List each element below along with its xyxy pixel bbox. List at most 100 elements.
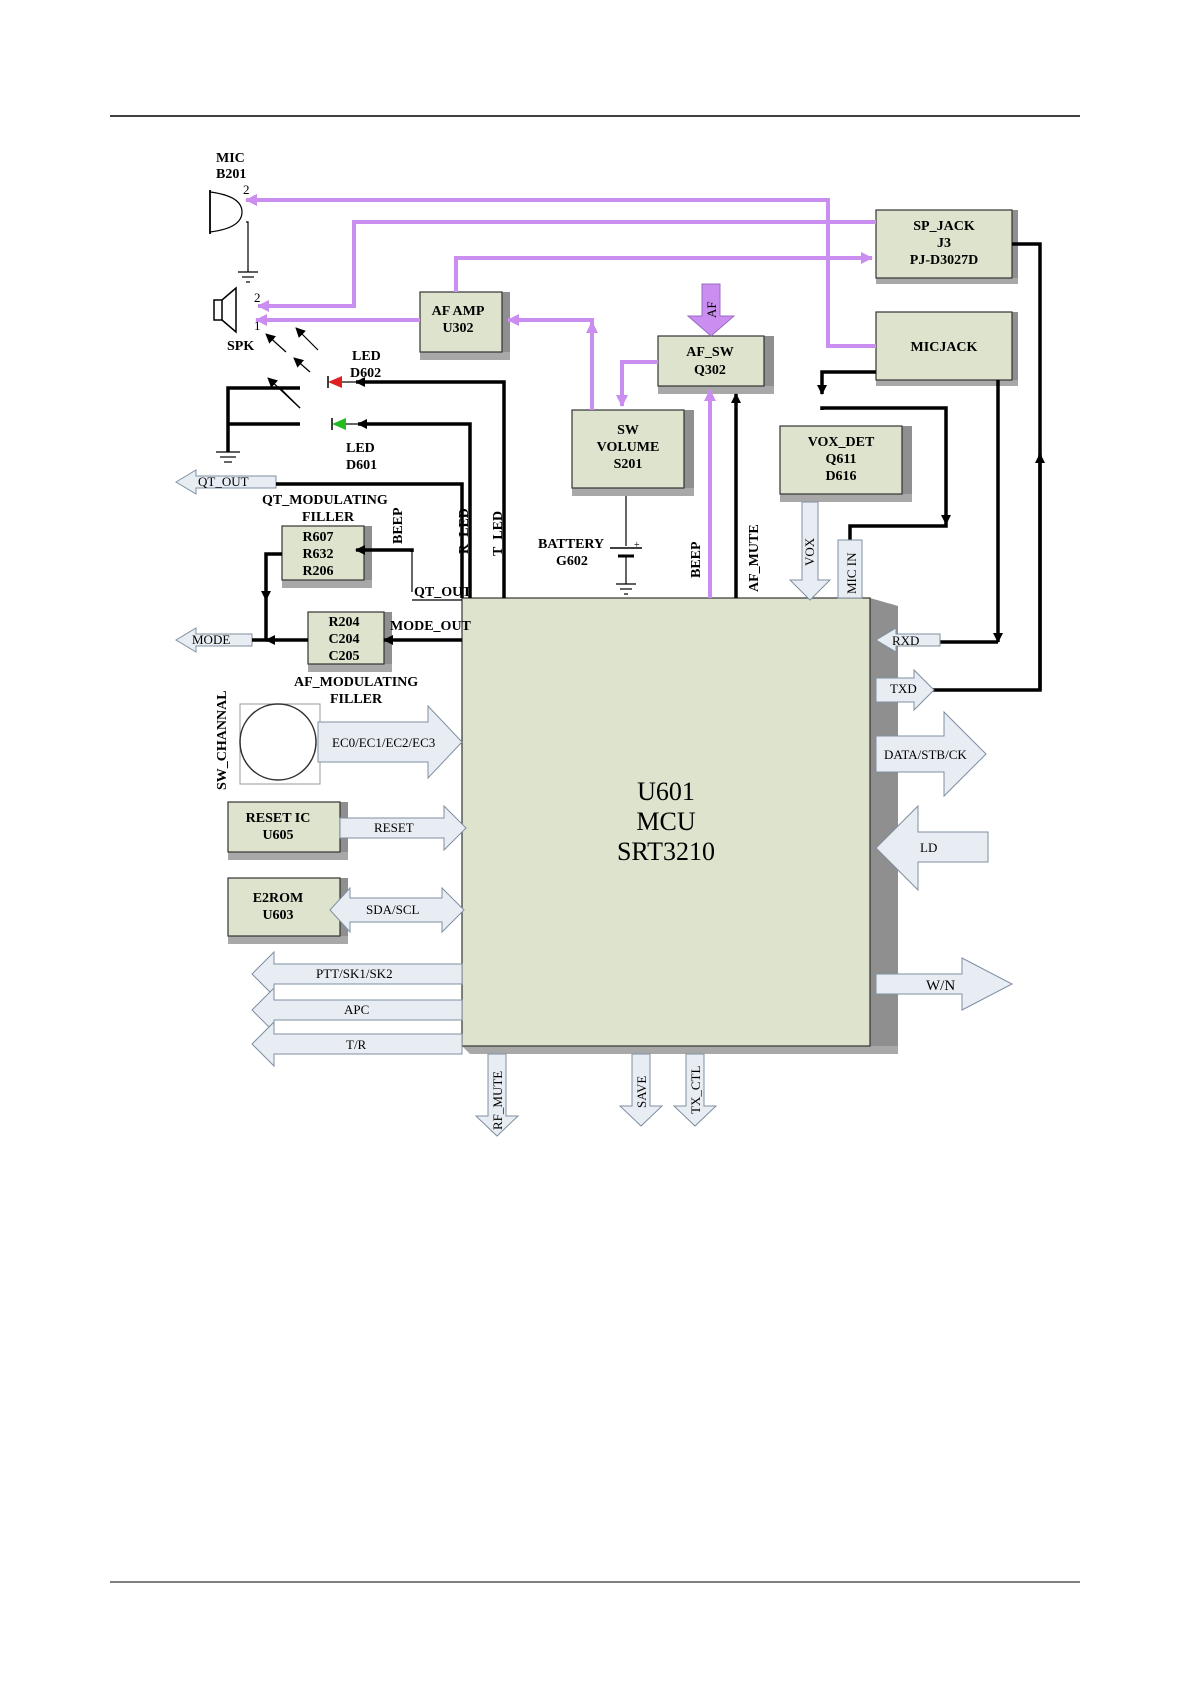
led-d602-ref: D602 [350,366,381,381]
ec-label: EC0/EC1/EC2/EC3 [332,735,435,750]
sw-channal: SW_CHANNAL [215,690,321,790]
mcu-ref: U601 [637,777,695,806]
data-stb-ck-label: DATA/STB/CK [884,747,967,762]
sp-jack-part: PJ-D3027D [910,253,978,268]
qt-out-label: QT_OUT [414,585,472,600]
reset-label: RESET [374,820,414,835]
svg-text:+: + [634,540,640,551]
sp-jack-j3: SP_JACK J3 PJ-D3027D [875,209,1018,284]
tr-label: T/R [346,1037,367,1052]
r-led-label: R_LED [457,508,472,554]
battery-label: BATTERY [538,537,604,552]
af-input-label: AF [704,301,719,318]
af-filter-c205: C205 [328,649,359,664]
af-filter-c204: C204 [328,632,359,647]
af-amp-u302: AF AMP U302 [419,291,510,360]
qt-filter-r607: R607 [302,530,333,545]
qt-filter-title2: FILLER [302,510,355,525]
apc-port: APC [251,986,463,1034]
sw-volume-line1: SW [617,423,639,438]
e2rom-ref: U603 [262,908,293,923]
ec-port: EC0/EC1/EC2/EC3 [317,704,463,780]
vox-det-ref2: D616 [825,469,856,484]
sw-volume-line2: VOLUME [597,440,660,455]
mic-symbol [209,191,243,233]
beep-left-label: BEEP [391,507,406,544]
ptt-port: PTT/SK1/SK2 [251,950,463,998]
rxd-port: RXD [875,627,941,653]
wn-port: W/N [875,957,1014,1011]
qt-filter-r206: R206 [302,564,333,579]
sda-scl-port: SDA/SCL [329,886,465,934]
micjack: MICJACK [875,311,1018,386]
reset-port: RESET [339,804,467,852]
txd-port: TXD [875,668,935,712]
qt-out-port: QT_OUT [175,469,277,495]
mic-label: MIC [216,151,245,166]
vox-det-ref1: Q611 [825,452,856,467]
e2rom-u603: E2ROM U603 [227,877,348,944]
vox-label: VOX [802,537,817,566]
mcu-type: MCU [636,807,695,836]
led-red-icon [328,376,342,388]
af-sw-label: AF_SW [686,345,733,360]
mic-b201: MIC B201 2 [209,151,258,283]
speaker-spk: 2 1 SPK [213,286,261,354]
af-filter-r204: R204 [328,615,359,630]
qt-filter-title1: QT_MODULATING [262,493,388,508]
ld-port: LD [875,804,989,892]
sp-jack-label: SP_JACK [913,219,975,234]
sda-scl-label: SDA/SCL [366,902,420,917]
mode-port: MODE [175,627,253,653]
spk-pin2: 2 [254,290,261,305]
mcu-u601: U601 MCU SRT3210 [461,597,898,1054]
vox-det-label: VOX_DET [808,435,875,450]
reset-ic-u605: RESET IC U605 [227,801,348,860]
reset-ic-ref: U605 [262,828,293,843]
ld-label: LD [920,840,937,855]
af-amp-ref: U302 [442,321,473,336]
save-port: SAVE [618,1053,664,1127]
mic-ground [238,271,258,283]
af-input-arrow: AF [686,283,736,337]
led-d601: LED D601 [331,418,377,473]
sw-volume-ref: S201 [614,457,643,472]
spk-label: SPK [227,339,254,354]
wn-label: W/N [926,978,955,994]
qt-out-ext-label: QT_OUT [198,474,249,489]
af-sw-q302: AF_SW Q302 [657,335,774,394]
sw-volume-s201: SW VOLUME S201 [571,409,694,496]
sw-channal-label: SW_CHANNAL [215,690,230,790]
rxd-label: RXD [892,633,919,648]
af-filter-title2: FILLER [330,692,383,707]
apc-label: APC [344,1002,369,1017]
qt-filter-r632: R632 [302,547,333,562]
tx-ctl-label: TX_CTL [688,1066,703,1114]
qt-modulating-filler: QT_MODULATING FILLER R607 R632 R206 [262,493,388,588]
t-led-label: T_LED [491,511,506,556]
mode-out-label: MODE_OUT [390,619,472,634]
ptt-label: PTT/SK1/SK2 [316,966,393,981]
tr-port: T/R [251,1020,463,1068]
mic-pin2: 2 [243,182,250,197]
mic-in-label: MIC IN [844,552,859,594]
battery-g602: BATTERY G602 + [538,496,642,595]
sp-jack-ref: J3 [937,236,951,251]
vox-port: VOX [788,501,832,601]
data-stb-ck-port: DATA/STB/CK [875,710,987,798]
mic-ref: B201 [216,167,246,182]
reset-ic-label: RESET IC [246,811,311,826]
mcu-part: SRT3210 [617,837,715,866]
mic-in-port: MIC IN [837,539,863,599]
txd-label: TXD [890,681,917,696]
mode-label: MODE [192,632,230,647]
save-label: SAVE [634,1076,649,1108]
e2rom-label: E2ROM [253,891,304,906]
af-sw-ref: Q302 [694,363,726,378]
tx-ctl-port: TX_CTL [672,1053,718,1127]
af-amp-label: AF AMP [432,304,485,319]
led-d601-ref: D601 [346,458,377,473]
beep-top-label: BEEP [689,541,704,578]
vox-det-q611: VOX_DET Q611 D616 [779,425,912,502]
battery-ref: G602 [556,554,588,569]
